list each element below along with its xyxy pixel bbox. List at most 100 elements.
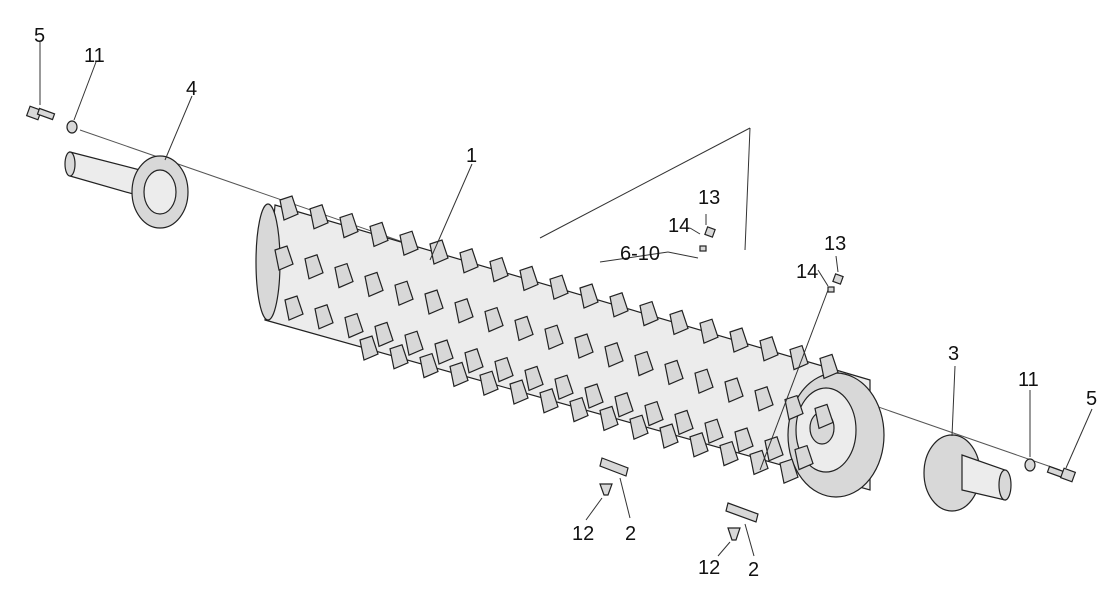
drum-tooth bbox=[724, 377, 744, 403]
drum-tooth bbox=[519, 265, 539, 292]
callout-12-a: 12 bbox=[572, 523, 594, 545]
callout-5-left: 5 bbox=[34, 25, 45, 47]
callout-14-a: 14 bbox=[668, 215, 690, 237]
callout-1: 1 bbox=[466, 145, 477, 167]
stub-axle-left bbox=[64, 151, 189, 229]
drum-tooth bbox=[664, 359, 684, 386]
callout-5-right: 5 bbox=[1086, 388, 1097, 410]
callout-14-b: 14 bbox=[796, 261, 818, 283]
drum-teeth-group bbox=[274, 195, 839, 485]
drum-tooth bbox=[599, 405, 619, 432]
blade-2-b bbox=[725, 502, 759, 523]
drum-tooth bbox=[574, 333, 594, 359]
drum-tooth bbox=[699, 318, 719, 345]
drum-tooth bbox=[734, 427, 754, 453]
drum-tooth bbox=[509, 379, 529, 405]
drum-tooth bbox=[419, 352, 439, 379]
callout-3: 3 bbox=[948, 343, 959, 365]
drum-tooth bbox=[674, 409, 694, 436]
drum-tooth bbox=[704, 418, 724, 445]
drum-tooth bbox=[729, 327, 749, 353]
drum-tooth bbox=[579, 283, 599, 309]
drum-tooth bbox=[609, 292, 629, 318]
drum-tooth bbox=[539, 388, 559, 414]
drum-tooth bbox=[494, 356, 514, 383]
drum-tooth bbox=[424, 289, 444, 315]
drum-tooth bbox=[764, 436, 784, 462]
callout-2-a: 2 bbox=[625, 523, 636, 545]
drum-tooth bbox=[374, 321, 394, 348]
stub-axle-right bbox=[923, 434, 1012, 512]
drum-tooth bbox=[604, 342, 624, 368]
blade-2-a bbox=[599, 457, 629, 477]
bolt-right bbox=[1046, 465, 1077, 483]
drum-tooth bbox=[449, 361, 469, 388]
nut-14-a bbox=[699, 245, 707, 252]
drum-tooth bbox=[754, 386, 774, 412]
drum-tooth bbox=[394, 280, 414, 307]
drum-tooth bbox=[389, 344, 409, 370]
drum-tooth bbox=[404, 330, 424, 357]
drum-tooth bbox=[369, 221, 389, 248]
callout-6-10: 6-10 bbox=[620, 243, 660, 265]
screw-13-a bbox=[704, 226, 716, 238]
drum-tooth bbox=[479, 370, 499, 397]
drum-tooth bbox=[434, 339, 454, 365]
leader-lines bbox=[39, 42, 1093, 557]
washer-left bbox=[66, 120, 78, 134]
screw-13-b bbox=[832, 273, 844, 285]
drum-tooth bbox=[549, 274, 569, 301]
drum-tooth bbox=[334, 262, 354, 289]
drum-tooth bbox=[454, 298, 474, 324]
bolt-left bbox=[25, 105, 56, 121]
drum-tooth bbox=[819, 353, 839, 380]
drum-tooth bbox=[689, 432, 709, 458]
drum-tooth bbox=[459, 248, 479, 274]
drum-tooth bbox=[484, 306, 504, 333]
drum-body bbox=[255, 203, 885, 498]
drum-tooth bbox=[779, 458, 799, 485]
drum-tooth bbox=[659, 423, 679, 449]
drum-tooth bbox=[789, 344, 809, 371]
drum-tooth bbox=[669, 309, 689, 336]
drum-tooth bbox=[784, 394, 804, 421]
drum-tooth bbox=[309, 204, 329, 230]
drum-tooth bbox=[489, 256, 509, 283]
drum-tooth bbox=[279, 195, 299, 221]
drum-tooth bbox=[399, 230, 419, 257]
drum-tooth bbox=[694, 368, 714, 395]
drum-tooth bbox=[749, 449, 769, 476]
drum-tooth bbox=[464, 348, 484, 374]
drum-tooth bbox=[644, 400, 664, 427]
callout-13-a: 13 bbox=[698, 187, 720, 209]
washer-right bbox=[1024, 458, 1036, 472]
drum-tooth bbox=[364, 271, 384, 298]
drum-tooth bbox=[629, 414, 649, 441]
drum-tooth bbox=[514, 315, 534, 342]
drum-tooth bbox=[794, 444, 814, 471]
drum-tooth bbox=[614, 392, 634, 418]
drum-tooth bbox=[634, 350, 654, 377]
callout-11-left: 11 bbox=[84, 45, 105, 67]
drum-tooth bbox=[639, 300, 659, 327]
callout-2-b: 2 bbox=[748, 559, 759, 581]
drum-tooth bbox=[554, 374, 574, 401]
drum-tooth bbox=[524, 365, 544, 392]
drum-tooth bbox=[314, 304, 334, 330]
drum-tooth bbox=[569, 396, 589, 423]
callout-13-b: 13 bbox=[824, 233, 846, 255]
drum-tooth bbox=[284, 295, 304, 321]
drum-tooth bbox=[304, 254, 324, 280]
drum-tooth bbox=[759, 336, 779, 362]
bolt-12-a bbox=[599, 483, 613, 496]
drum-tooth bbox=[274, 245, 294, 271]
callout-12-b: 12 bbox=[698, 557, 720, 579]
callout-11-right: 11 bbox=[1018, 369, 1039, 391]
bolt-12-b bbox=[727, 527, 741, 541]
drum-tooth bbox=[719, 440, 739, 467]
drum-tooth bbox=[344, 312, 364, 339]
drum-tooth bbox=[544, 324, 564, 351]
nut-14-b bbox=[827, 286, 835, 293]
